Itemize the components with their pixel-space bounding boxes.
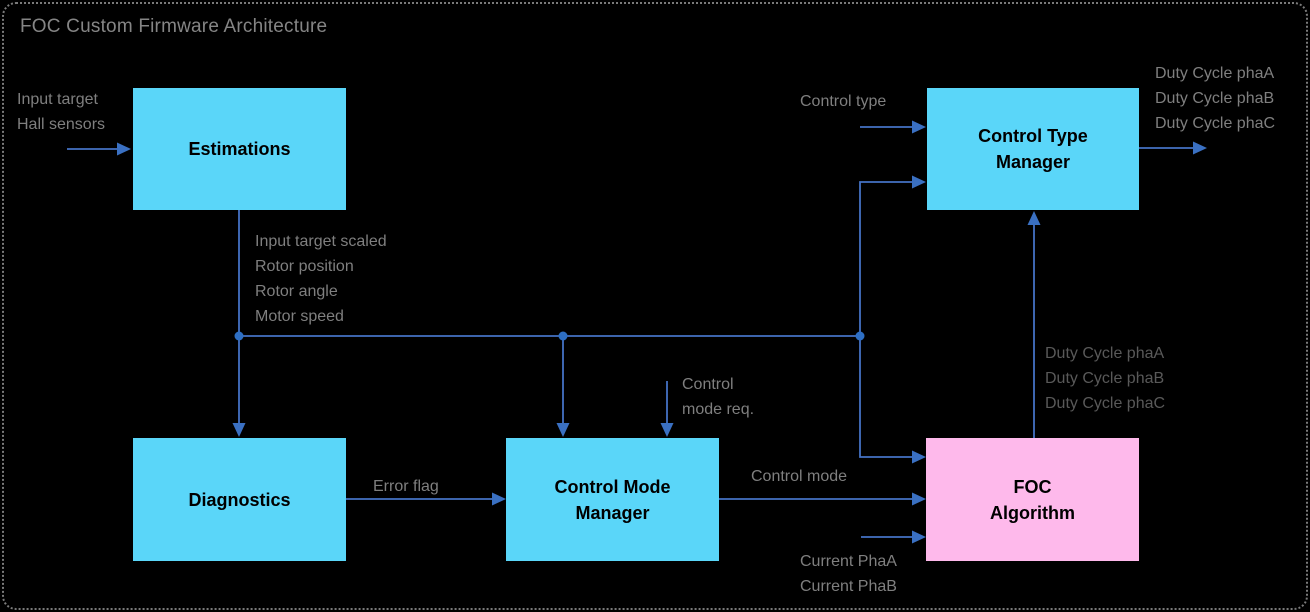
label-current-inputs: Current PhaA Current PhaB <box>800 549 897 599</box>
junction-dot-right <box>855 331 865 341</box>
arrowhead-bus-into-foc <box>912 450 926 464</box>
label-duty-out-phaB: Duty Cycle phaB <box>1155 90 1275 107</box>
junction-dot-left <box>234 331 244 341</box>
block-ctm-label-line2: Manager <box>995 152 1071 172</box>
block-control-type-manager: Control Type Manager <box>927 88 1139 210</box>
arrowhead-current-into-foc <box>912 530 926 544</box>
diagram-title: FOC Custom Firmware Architecture <box>20 16 328 37</box>
arrowhead-error-flag-into-cmm <box>492 492 506 506</box>
arrowhead-control-type-into-ctm <box>912 120 926 134</box>
block-cmm-label-line1: Control Mode <box>554 476 671 497</box>
junction-dot-middle <box>558 331 568 341</box>
arrowhead-bus-into-cmm <box>556 423 570 437</box>
label-motor-speed: Motor speed <box>255 308 344 325</box>
block-estimations: Estimations <box>133 88 346 210</box>
block-control-mode-manager: Control Mode Manager <box>506 438 719 561</box>
block-foc-label-line2: Algorithm <box>990 502 1075 523</box>
arrowhead-into-diagnostics <box>232 423 246 437</box>
label-duty-cycle-internal: Duty Cycle phaA Duty Cycle phaB Duty Cyc… <box>1045 341 1165 416</box>
label-duty-cycle-outputs: Duty Cycle phaA Duty Cycle phaB Duty Cyc… <box>1155 61 1275 136</box>
label-control-mode-req: Control mode req. <box>682 376 755 418</box>
label-duty-out-phaC: Duty Cycle phaC <box>1155 115 1276 132</box>
arrowhead-ctm-output <box>1193 141 1207 155</box>
label-duty-int-phaA: Duty Cycle phaA <box>1045 345 1165 362</box>
label-error-flag: Error flag <box>373 478 439 495</box>
label-current-phaA: Current PhaA <box>800 553 897 570</box>
arrowhead-into-estimations <box>117 142 131 156</box>
label-current-phaB: Current PhaB <box>800 578 897 595</box>
connector-bus-to-ctm <box>859 181 913 336</box>
block-diagnostics-label: Diagnostics <box>188 489 291 510</box>
label-duty-int-phaC: Duty Cycle phaC <box>1045 395 1166 412</box>
label-control-mode: Control mode <box>751 468 848 485</box>
label-duty-int-phaB: Duty Cycle phaB <box>1045 370 1165 387</box>
label-estimations-inputs: Input target Hall sensors <box>17 87 105 137</box>
label-input-target: Input target <box>17 91 98 108</box>
block-foc-algorithm: FOC Algorithm <box>926 438 1139 561</box>
label-duty-out-phaA: Duty Cycle phaA <box>1155 65 1275 82</box>
arrowhead-bus-into-ctm <box>912 175 926 189</box>
block-foc-label-line1: FOC <box>1013 476 1052 497</box>
connector-bus-to-foc <box>859 336 913 458</box>
arrowhead-duty-into-ctm <box>1027 211 1041 225</box>
block-estimations-label: Estimations <box>188 139 291 159</box>
label-rotor-angle: Rotor angle <box>255 283 338 300</box>
arrowhead-control-mode-into-foc <box>912 492 926 506</box>
label-rotor-position: Rotor position <box>255 258 354 275</box>
arrowhead-mode-req-into-cmm <box>660 423 674 437</box>
block-ctm-label-line1: Control Type <box>978 126 1088 146</box>
block-cmm-label-line2: Manager <box>575 502 650 523</box>
label-estimations-outputs: Input target scaled Rotor position Rotor… <box>255 229 387 329</box>
label-control-type: Control type <box>800 93 887 110</box>
label-input-target-scaled: Input target scaled <box>255 233 387 250</box>
block-diagnostics: Diagnostics <box>133 438 346 561</box>
label-hall-sensors: Hall sensors <box>17 116 106 133</box>
